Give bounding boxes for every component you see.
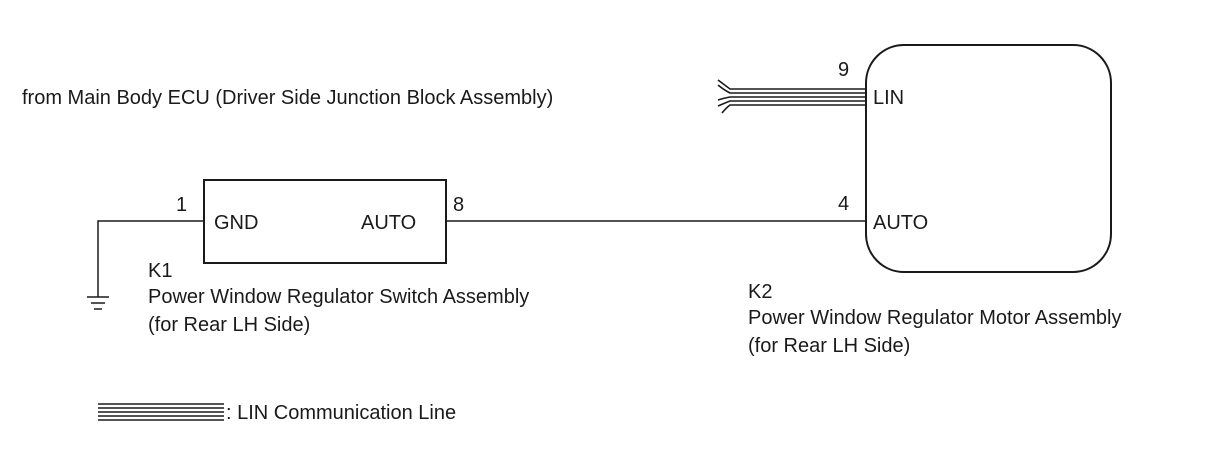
k2-pin-auto-number: 4 <box>838 193 849 215</box>
k1-pin-gnd-number: 1 <box>176 194 187 216</box>
k2-pin-auto-label: AUTO <box>873 212 928 234</box>
k1-pin-auto-number: 8 <box>453 194 464 216</box>
k2-pin-lin-number: 9 <box>838 59 849 81</box>
ground-symbol-icon <box>87 296 109 310</box>
k2-motor-assembly-box <box>865 44 1112 273</box>
k2-name: Power Window Regulator Motor Assembly <box>748 307 1121 329</box>
lin-bus-wire <box>717 79 866 114</box>
k1-side: (for Rear LH Side) <box>148 314 310 336</box>
k1-code: K1 <box>148 260 172 282</box>
k1-pin-auto-label: AUTO <box>361 212 416 234</box>
k2-code: K2 <box>748 281 772 303</box>
legend-text: : LIN Communication Line <box>226 402 456 424</box>
ground-wire <box>97 220 204 297</box>
k1-switch-assembly-box <box>203 179 447 264</box>
k1-pin-gnd-label: GND <box>214 212 258 234</box>
source-ecu-label: from Main Body ECU (Driver Side Junction… <box>22 87 553 109</box>
k1-name: Power Window Regulator Switch Assembly <box>148 286 529 308</box>
k2-side: (for Rear LH Side) <box>748 335 910 357</box>
k2-pin-lin-label: LIN <box>873 87 904 109</box>
lin-line-legend-swatch <box>98 403 224 421</box>
